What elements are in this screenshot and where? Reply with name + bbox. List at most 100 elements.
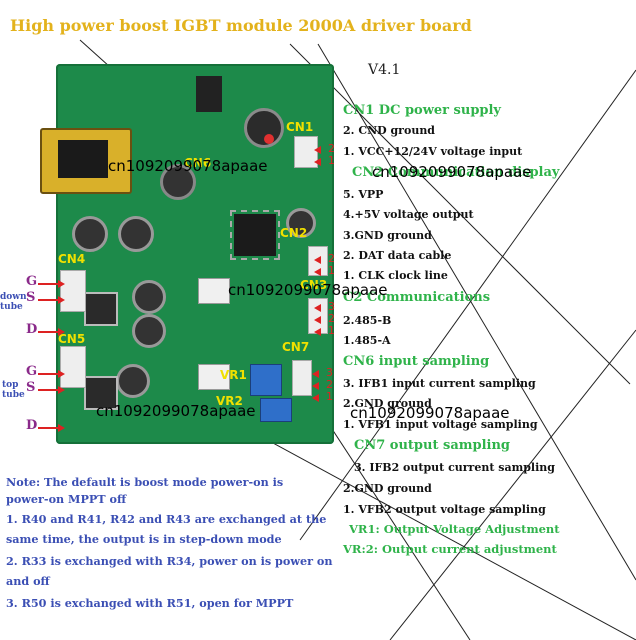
capacitor-2 xyxy=(160,164,196,200)
label-cn7: CN7 xyxy=(282,340,310,354)
top-d-label: D xyxy=(26,418,38,433)
connector-cn7 xyxy=(292,360,312,396)
cn7-pin3: 3 xyxy=(326,366,333,379)
section-cn7-heading: CN7 output sampling xyxy=(354,438,511,453)
cn3-pin1: 1 xyxy=(328,324,335,337)
capacitor-7 xyxy=(116,364,150,398)
mosfet-1 xyxy=(84,292,118,326)
cn1-pin2: 2 xyxy=(328,142,335,155)
connector-cn4 xyxy=(60,270,86,312)
arrow-down-g-head xyxy=(58,280,65,288)
section-c2-heading: C2 Communications xyxy=(343,290,491,305)
optocoupler-2 xyxy=(198,364,230,390)
mosfet-2 xyxy=(84,376,118,410)
note-line-6: 3. R50 is exchanged with R51, open for M… xyxy=(6,596,294,610)
arrow-top-g xyxy=(38,373,60,375)
down-d-label: D xyxy=(26,322,38,337)
pcb-board: CN1 CN2 CN3 CN4 CN5 CN6 CN7 VR1 VR2 xyxy=(40,64,334,444)
label-vr1: VR1 xyxy=(220,368,247,382)
arrow-down-s-head xyxy=(58,296,65,304)
section-cn7-item-1: 2.GND ground xyxy=(343,482,432,495)
section-cn7-item-2: 1. VFB2 output voltage sampling xyxy=(343,503,546,516)
section-cn2-item-0: 5. VPP xyxy=(343,188,384,201)
potentiometer-vr1 xyxy=(250,364,282,396)
top-g-label: G xyxy=(26,364,38,379)
capacitor-6 xyxy=(132,314,166,348)
cn7-arrow-2 xyxy=(312,382,319,390)
cn7-arrow-1 xyxy=(312,394,319,402)
cn1-pin1: 1 xyxy=(328,154,335,167)
down-s-label: S xyxy=(26,290,36,305)
section-cn6-heading: CN6 input sampling xyxy=(343,354,490,369)
adjust-vr2: VR:2: Output current adjustment xyxy=(343,542,557,556)
cn7-arrow-3 xyxy=(312,370,319,378)
watermark-4: cn1092099078apaae xyxy=(96,402,256,420)
watermark-2: cn1092099078apaae xyxy=(372,163,532,181)
cn3-pin2: 2 xyxy=(328,312,335,325)
section-c2-item-0: 2.485-B xyxy=(343,314,392,327)
section-cn2-item-4: 1. CLK clock line xyxy=(343,269,448,282)
led-red xyxy=(264,134,274,144)
connector-cn5 xyxy=(60,346,86,388)
cn3-arrow-1 xyxy=(314,328,321,336)
section-cn2-item-2: 3.GND ground xyxy=(343,229,432,242)
potentiometer-vr2 xyxy=(260,398,292,422)
section-cn6-item-1: 2.GND ground xyxy=(343,397,432,410)
label-cn1: CN1 xyxy=(286,120,314,134)
cn2-arrow-1 xyxy=(314,268,321,276)
watermark-5: cn1092099078apaae xyxy=(350,404,510,422)
section-cn2-item-3: 2. DAT data cable xyxy=(343,249,452,262)
arrow-top-d xyxy=(38,427,60,429)
capacitor-3 xyxy=(72,216,108,252)
arrow-down-d xyxy=(38,331,60,333)
note-line-1: power-on MPPT off xyxy=(6,492,127,506)
note-line-3: same time, the output is in step-down mo… xyxy=(6,532,282,546)
note-line-0: Note: The default is boost mode power-on… xyxy=(6,475,284,489)
label-cn3: CN3 xyxy=(300,278,328,292)
page-title: High power boost IGBT module 2000A drive… xyxy=(10,16,472,35)
arrow-down-d-head xyxy=(58,328,65,336)
section-cn6-item-2: 1. VFB1 input voltage sampling xyxy=(343,418,538,431)
transformer-core xyxy=(58,140,108,178)
cn3-arrow-2 xyxy=(314,316,321,324)
down-tube-label: down tube xyxy=(0,292,27,312)
section-cn1-item-0: 2. CND ground xyxy=(343,124,436,137)
cn2-pin1: 1 xyxy=(328,264,335,277)
arrow-down-g xyxy=(38,283,60,285)
section-cn6-item-0: 3. IFB1 input current sampling xyxy=(343,377,536,390)
optocoupler-1 xyxy=(198,278,230,304)
arrow-top-s xyxy=(38,389,60,391)
microcontroller-chip xyxy=(230,210,280,260)
note-line-2: 1. R40 and R41, R42 and R43 are exchange… xyxy=(6,512,327,526)
arrow-top-s-head xyxy=(58,386,65,394)
label-vr2: VR2 xyxy=(216,394,243,408)
arrow-top-d-head xyxy=(58,424,65,432)
cn3-pin3: 3 xyxy=(328,300,335,313)
cn1-arrow-2 xyxy=(314,146,321,154)
cn1-arrow-1 xyxy=(314,158,321,166)
section-cn2-item-1: 4.+5V voltage output xyxy=(343,208,474,221)
adjust-vr1: VR1: Output Voltage Adjustment xyxy=(349,522,560,536)
capacitor-5 xyxy=(132,280,166,314)
label-cn6: CN6 xyxy=(184,156,212,170)
regulator xyxy=(196,76,222,112)
cn2-arrow-2 xyxy=(314,256,321,264)
cn3-arrow-3 xyxy=(314,304,321,312)
cn7-pin2: 2 xyxy=(326,378,333,391)
capacitor-4 xyxy=(118,216,154,252)
note-line-4: 2. R33 is exchanged with R34, power on i… xyxy=(6,554,333,568)
cn7-pin1: 1 xyxy=(326,390,333,403)
down-g-label: G xyxy=(26,274,38,289)
section-c2-item-1: 1.485-A xyxy=(343,334,391,347)
arrow-top-g-head xyxy=(58,370,65,378)
watermark-3: cn1092099078apaae xyxy=(228,281,388,299)
top-s-label: S xyxy=(26,380,36,395)
label-cn4: CN4 xyxy=(58,252,86,266)
cn2-pin2: 2 xyxy=(328,252,335,265)
arrow-down-s xyxy=(38,299,60,301)
top-tube-label: top tube xyxy=(2,380,25,400)
capacitor-8 xyxy=(286,208,316,238)
section-cn1-heading: CN1 DC power supply xyxy=(343,103,501,118)
section-cn7-item-0: 3. IFB2 output current sampling xyxy=(354,461,555,474)
watermark-1: cn1092099078apaae xyxy=(108,157,268,175)
